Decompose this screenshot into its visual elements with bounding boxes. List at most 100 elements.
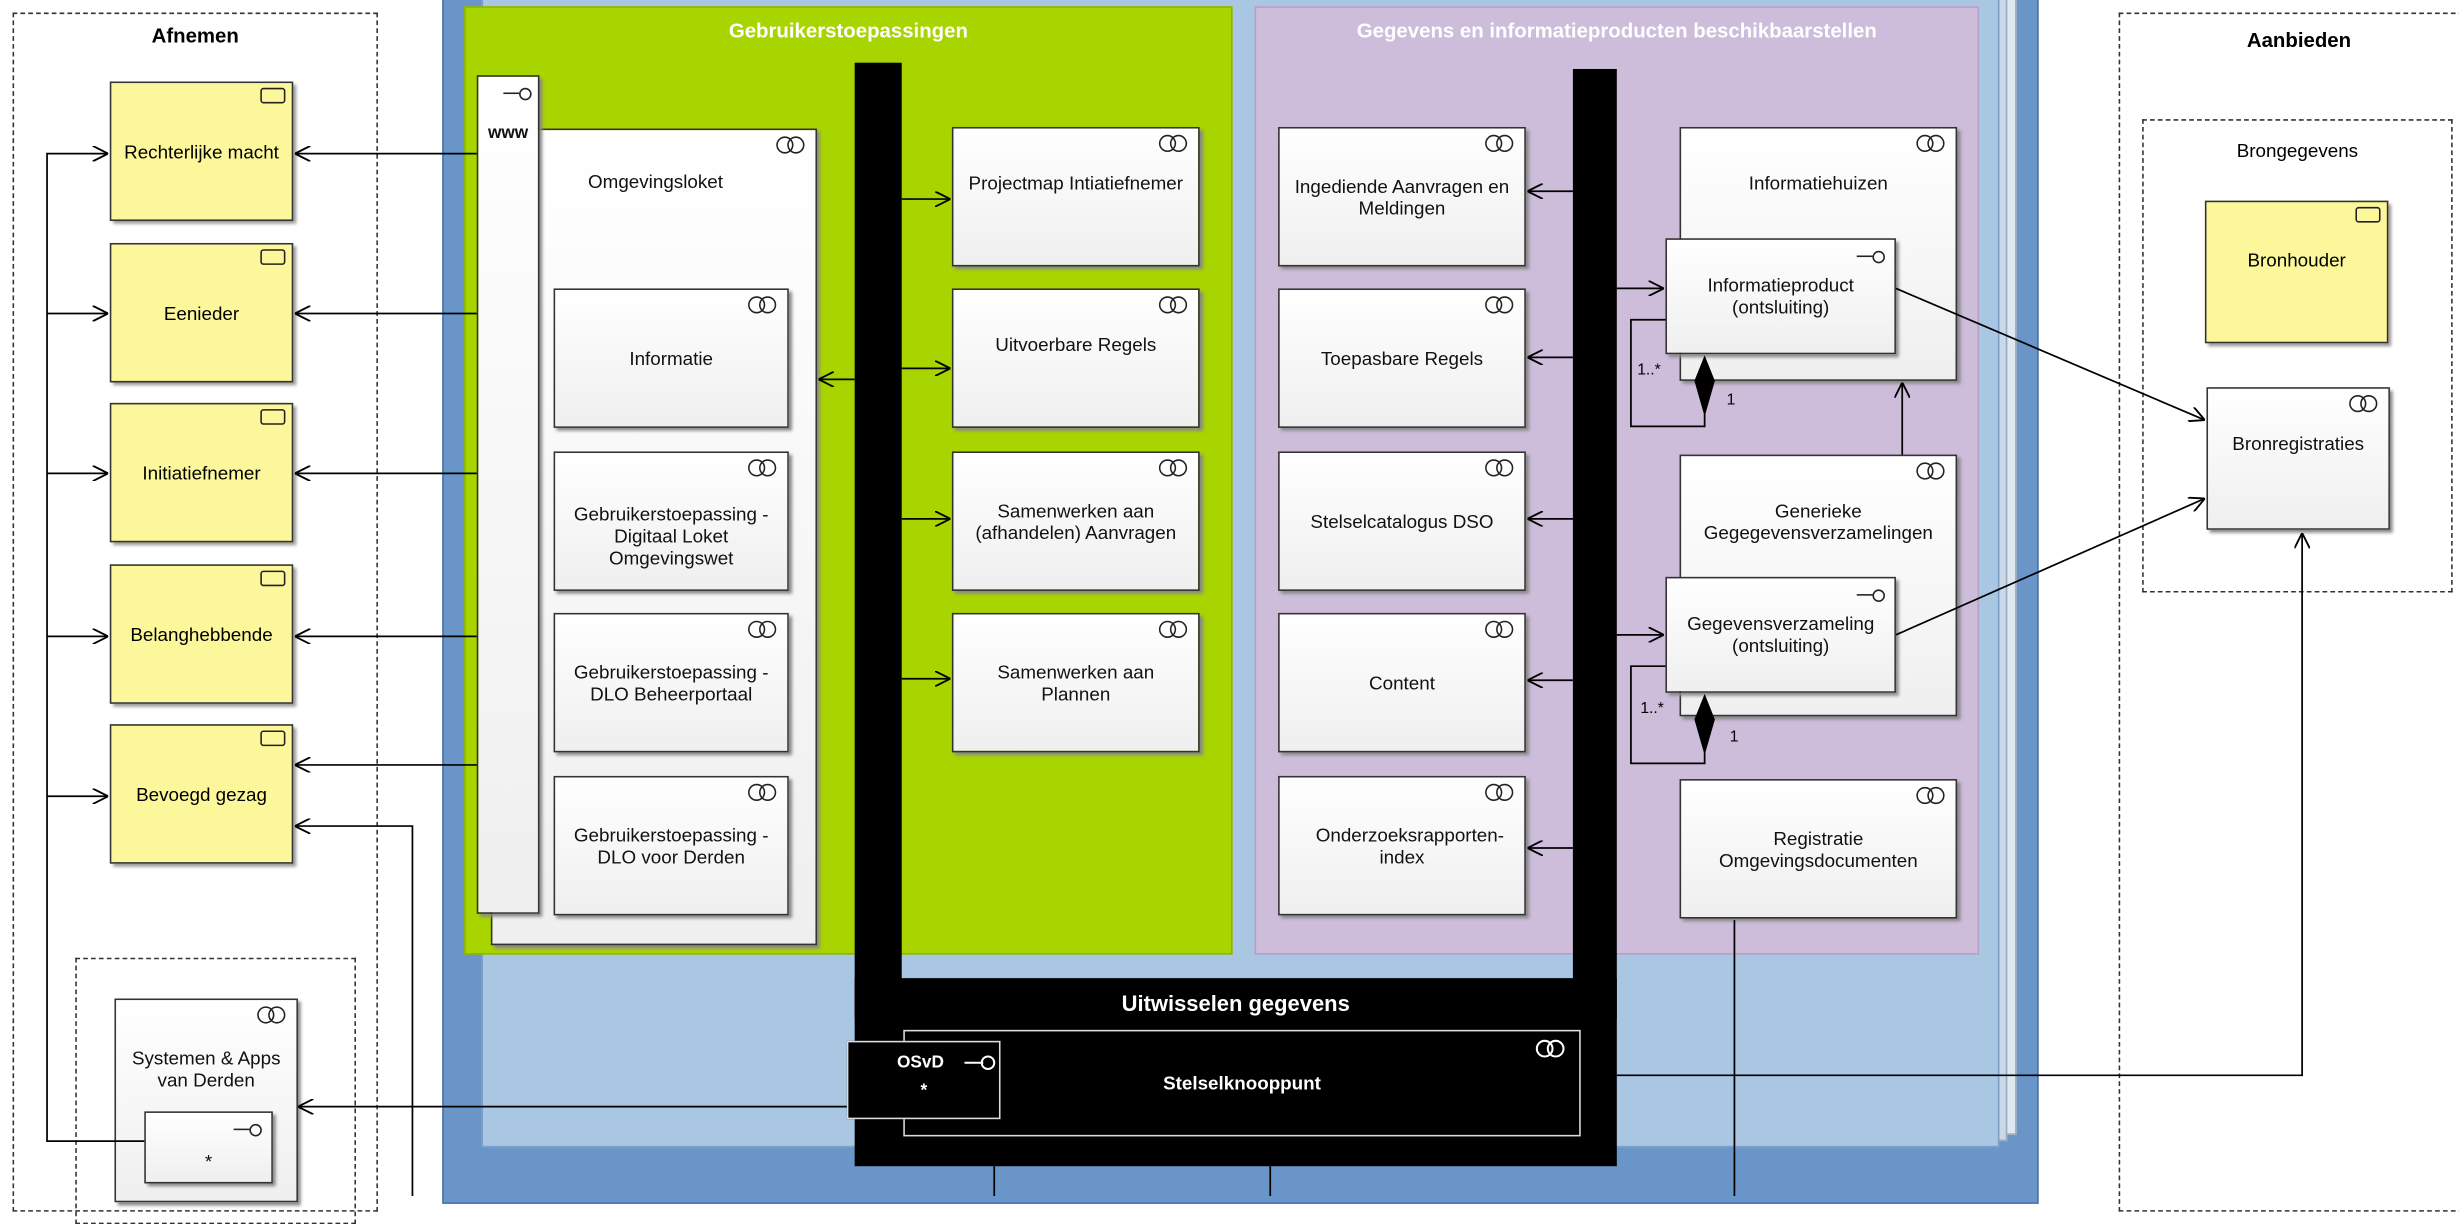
actor-label: Bevoegd gezag xyxy=(136,782,267,805)
actor-belanghebbende[interactable]: Belanghebbende xyxy=(109,564,294,704)
actor-bronhouder[interactable]: Bronhouder xyxy=(2204,200,2389,344)
multiplicity-one-1: 1 xyxy=(1726,391,1736,410)
component-dlo-beheerportaal[interactable]: Gebruikerstoepassing - DLO Beheerportaal xyxy=(553,612,789,753)
component-stelselcatalogus[interactable]: Stelselcatalogus DSO xyxy=(1278,451,1526,591)
gegevens-title: Gegevens en informatieproducten beschikb… xyxy=(1356,18,1877,43)
multiplicity-one-2: 1 xyxy=(1729,728,1739,747)
interface-label: www xyxy=(487,123,529,143)
component-label: Bronregistraties xyxy=(2232,432,2365,455)
component-onderzoeksrapporten[interactable]: Onderzoeksrapporten-index xyxy=(1278,775,1526,916)
exchange-bus-right-pillar xyxy=(1572,68,1617,1019)
component-icon xyxy=(257,1006,288,1025)
component-registratie-omgevingsdocumenten[interactable]: Registratie Omgevingsdocumenten xyxy=(1679,779,1958,919)
actor-label: Initiatiefnemer xyxy=(142,461,261,484)
component-icon xyxy=(1158,459,1190,478)
actor-bevoegd-gezag[interactable]: Bevoegd gezag xyxy=(109,724,294,864)
component-label: Content xyxy=(1369,671,1435,694)
component-uitvoerbare-regels[interactable]: Uitvoerbare Regels xyxy=(951,288,1200,428)
gebruikerstoepassingen-title: Gebruikerstoepassingen xyxy=(728,18,968,43)
component-informatie[interactable]: Informatie xyxy=(553,288,789,428)
component-icon xyxy=(2349,395,2380,414)
component-icon xyxy=(1158,134,1190,154)
component-label: Informatiehuizen xyxy=(1748,172,1888,195)
component-icon xyxy=(748,620,779,640)
component-icon xyxy=(1485,459,1516,478)
component-label: Omgevingsloket xyxy=(588,170,723,193)
component-label: Onderzoeksrapporten-index xyxy=(1315,823,1505,868)
component-digitaal-loket[interactable]: Gebruikerstoepassing - Digitaal Loket Om… xyxy=(553,451,789,591)
actor-eenieder[interactable]: Eenieder xyxy=(109,242,294,383)
interface-www[interactable]: www xyxy=(476,75,540,914)
component-samenwerken-aanvragen[interactable]: Samenwerken aan (afhandelen) Aanvragen xyxy=(951,451,1200,591)
component-label: Systemen & Apps van Derden xyxy=(131,1047,281,1091)
connector-lines xyxy=(46,0,2459,1197)
component-label: Projectmap Intiatiefnemer xyxy=(968,172,1183,195)
component-bronregistraties[interactable]: Bronregistraties xyxy=(2206,387,2390,530)
component-icon xyxy=(1485,134,1516,154)
component-icon xyxy=(1535,1039,1566,1058)
actor-initiatiefnemer[interactable]: Initiatiefnemer xyxy=(109,402,294,543)
component-icon xyxy=(776,136,807,155)
interface-label: OSvD xyxy=(897,1053,945,1073)
component-label: Ingediende Aanvragen en Meldingen xyxy=(1294,174,1510,219)
actor-label: Bronhouder xyxy=(2247,249,2346,272)
component-label: Registratie Omgevingsdocumenten xyxy=(1718,826,1918,871)
component-label: Stelselknooppunt xyxy=(1163,1072,1321,1095)
interface-icon xyxy=(1856,589,1885,602)
interface-icon xyxy=(233,1123,262,1137)
actor-icon xyxy=(260,87,286,104)
actor-icon xyxy=(260,730,286,747)
component-icon xyxy=(1485,783,1516,803)
component-icon xyxy=(1916,786,1947,806)
uitwisselen-title: Uitwisselen gegevens xyxy=(1121,990,1350,1016)
actor-icon xyxy=(260,249,286,265)
interface-label: Informatieproduct (ontsluiting) xyxy=(1707,274,1854,319)
actor-icon xyxy=(2355,206,2381,223)
component-icon xyxy=(1158,296,1190,315)
aanbieden-title: Aanbieden xyxy=(2246,28,2352,52)
actor-label: Eenieder xyxy=(163,301,240,324)
interface-icon xyxy=(964,1055,996,1071)
interface-icon xyxy=(1856,250,1885,264)
actor-icon xyxy=(260,409,286,425)
component-label: Gebruikerstoepassing - Digitaal Loket Om… xyxy=(573,502,769,569)
multiplicity-many-2: 1..* xyxy=(1640,700,1664,718)
component-stelselknooppunt[interactable]: Stelselknooppunt xyxy=(903,1029,1581,1137)
interface-icon xyxy=(503,87,532,101)
component-icon xyxy=(1916,462,1947,481)
component-icon xyxy=(1485,296,1516,315)
multiplicity-many-1: 1..* xyxy=(1637,362,1661,380)
brongegevens-group: Brongegevens xyxy=(2142,119,2453,593)
component-icon xyxy=(748,783,779,803)
actor-icon xyxy=(260,570,286,587)
component-label: Stelselcatalogus DSO xyxy=(1310,510,1494,533)
component-icon xyxy=(748,296,779,315)
interface-star: * xyxy=(920,1081,928,1101)
component-label: Samenwerken aan (afhandelen) Aanvragen xyxy=(975,499,1177,544)
actor-rechterlijke-macht[interactable]: Rechterlijke macht xyxy=(109,81,294,222)
actor-label: Rechterlijke macht xyxy=(124,140,279,163)
interface-label: * xyxy=(204,1150,213,1173)
component-label: Samenwerken aan Plannen xyxy=(997,660,1155,705)
interface-informatieproduct[interactable]: Informatieproduct (ontsluiting) xyxy=(1665,238,1896,355)
component-label: Informatie xyxy=(629,347,714,370)
component-dlo-derden[interactable]: Gebruikerstoepassing - DLO voor Derden xyxy=(553,775,789,916)
interface-derden[interactable]: * xyxy=(144,1111,273,1184)
interface-label: Gegevensverzameling (ontsluiting) xyxy=(1687,612,1875,657)
interface-gegevensverzameling[interactable]: Gegevensverzameling (ontsluiting) xyxy=(1665,576,1896,693)
actor-label: Belanghebbende xyxy=(130,623,273,646)
component-ingediende-aanvragen[interactable]: Ingediende Aanvragen en Meldingen xyxy=(1278,126,1526,267)
component-samenwerken-plannen[interactable]: Samenwerken aan Plannen xyxy=(951,612,1200,753)
component-icon xyxy=(1158,620,1190,640)
component-icon xyxy=(748,459,779,478)
component-projectmap[interactable]: Projectmap Intiatiefnemer xyxy=(951,126,1200,267)
interface-osvd[interactable]: OSvD * xyxy=(846,1040,1001,1120)
afnemen-title: Afnemen xyxy=(151,23,239,48)
component-label: Generieke Gegegevensverzamelingen xyxy=(1703,500,1933,544)
component-label: Gebruikerstoepassing - DLO Beheerportaal xyxy=(573,660,769,705)
component-label: Toepasbare Regels xyxy=(1320,347,1484,370)
component-toepasbare-regels[interactable]: Toepasbare Regels xyxy=(1278,288,1526,428)
component-label: Gebruikerstoepassing - DLO voor Derden xyxy=(573,823,769,868)
exchange-bus-left-pillar xyxy=(854,62,902,1019)
component-content[interactable]: Content xyxy=(1278,612,1526,753)
